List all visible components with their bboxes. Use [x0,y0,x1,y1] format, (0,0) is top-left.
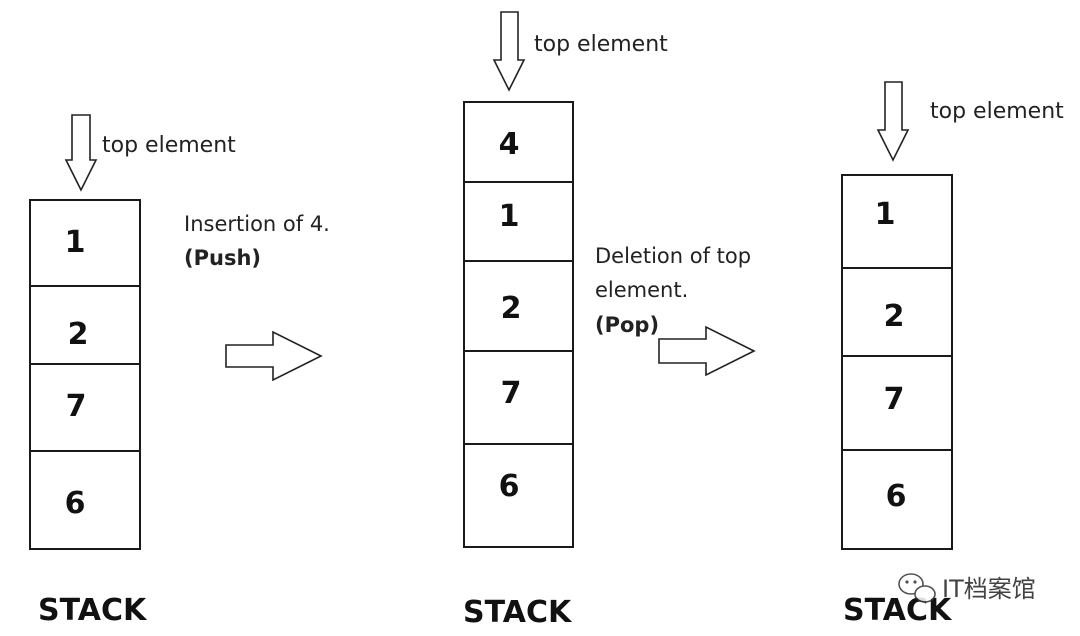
stack-item: 2 [501,291,522,326]
pop-label: (Pop) [595,313,659,337]
stack-cell [841,174,953,269]
stack-item: 7 [66,389,87,424]
stack-cell [463,101,574,183]
top-element-label: top element [534,32,668,57]
down-arrow-icon [492,11,526,92]
stack-item: 7 [884,382,905,417]
stack-cell [463,443,574,548]
stack-cell [841,449,953,550]
stack-item: 1 [65,225,86,260]
stack-item: 1 [875,197,896,232]
top-element-label: top element [102,133,236,158]
stack-3: top element 1 2 7 6 STACK [841,81,1064,628]
stack-caption: STACK [38,593,148,628]
stack-cell [463,181,574,262]
down-arrow-icon [64,114,98,192]
pop-operation: Deletion of top element. (Pop) [595,244,756,377]
pop-description-line: Deletion of top [595,244,751,268]
top-element-label: top element [930,99,1064,124]
stack-1: top element 1 2 7 6 STACK [29,114,236,628]
watermark: IT档案馆 [898,573,1036,603]
stack-cell [463,350,574,445]
stack-cell [29,363,141,452]
push-label: (Push) [184,246,261,270]
push-description: Insertion of 4. [184,212,330,236]
stack-cell [29,450,141,550]
stack-item: 6 [65,486,86,521]
watermark-text: IT档案馆 [942,575,1036,603]
stack-item: 2 [68,317,89,352]
stack-item: 4 [499,127,520,162]
stack-item: 1 [499,199,520,234]
stack-item: 6 [886,479,907,514]
stack-caption: STACK [843,593,953,628]
stack-2: top element 4 1 2 7 6 STACK [463,11,668,630]
stack-cell [29,285,141,365]
stack-cell [29,199,141,287]
right-arrow-icon [658,325,756,377]
stack-cell [841,355,953,451]
wechat-icon [898,573,936,603]
stack-item: 7 [501,376,522,411]
stack-cell [463,260,574,352]
down-arrow-icon [876,81,910,162]
right-arrow-icon [225,330,323,382]
pop-description-line: element. [595,278,688,302]
stack-caption: STACK [463,595,573,630]
stack-item: 6 [499,469,520,504]
stack-item: 2 [884,299,905,334]
push-operation: Insertion of 4. (Push) [184,212,330,382]
